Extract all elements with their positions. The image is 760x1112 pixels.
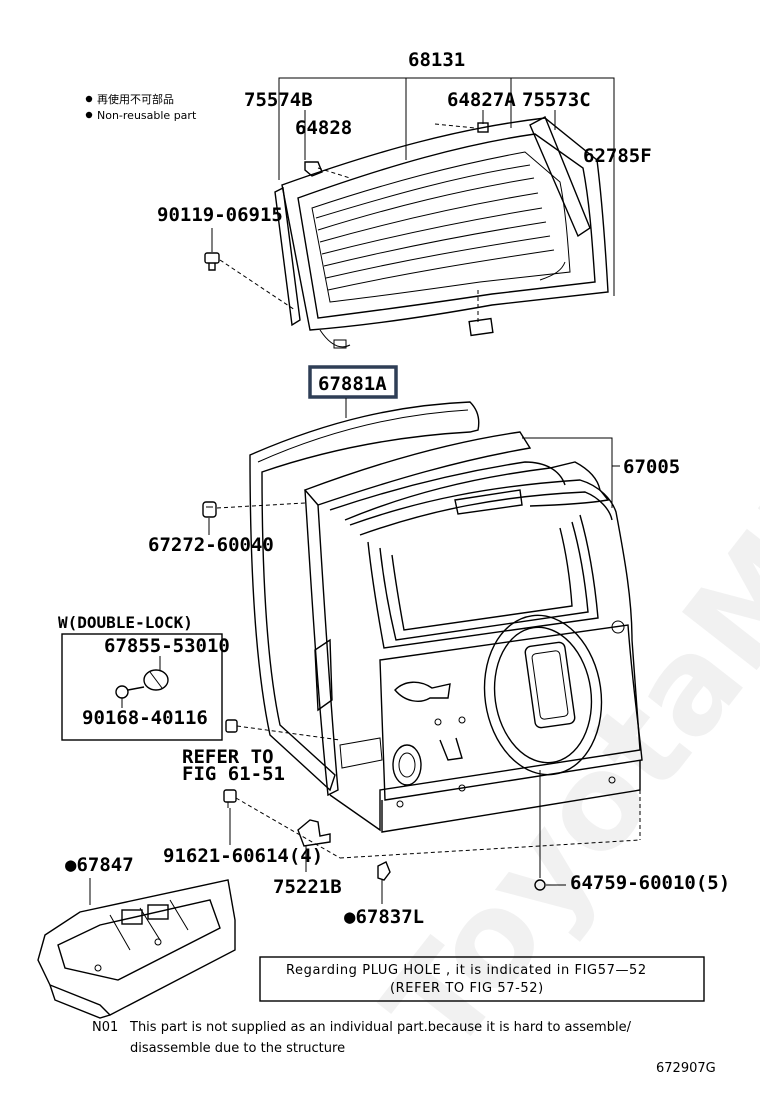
- dash-64828: [317, 167, 351, 179]
- weatherstrip-67881A: [249, 401, 480, 792]
- clip-refer: [225, 719, 238, 733]
- highlight-box: [308, 365, 398, 399]
- footnote-line1: This part is not supplied as an individu…: [129, 1020, 632, 1035]
- clip-64828: [304, 161, 323, 177]
- molding-75574B: [274, 186, 301, 327]
- back-door-glass: [274, 116, 609, 349]
- leader-68131: [278, 77, 615, 296]
- non-reusable-bullet-icon: [85, 95, 93, 103]
- label-64828[interactable]: 64828: [295, 117, 352, 139]
- lock-part-67855: [143, 669, 169, 691]
- dash-90119: [219, 259, 296, 311]
- label-67005[interactable]: 67005: [623, 456, 680, 478]
- double-lock-box: [61, 633, 223, 741]
- plug-64759: [534, 879, 546, 891]
- label-67847[interactable]: ●67847: [65, 854, 134, 876]
- leader-68131-branch: [405, 78, 512, 160]
- cover-67837L: [377, 861, 391, 881]
- label-67272-60040[interactable]: 67272-60040: [148, 534, 274, 556]
- label-75221B[interactable]: 75221B: [273, 876, 342, 898]
- glass-wire: [319, 329, 351, 348]
- label-90119-06915[interactable]: 90119-06915: [157, 204, 283, 226]
- dash-64827A: [434, 123, 476, 129]
- plug-hole-note-line1: Regarding PLUG HOLE , it is indicated in…: [286, 963, 647, 978]
- plug-hole-note-box: [259, 956, 705, 1002]
- label-75573C[interactable]: 75573C: [522, 89, 591, 111]
- bracket-75221B: [297, 819, 331, 847]
- footnote-code: N01: [92, 1020, 118, 1035]
- molding-75573C: [529, 116, 591, 238]
- watermark: ToyotaMine.ru: [356, 163, 760, 1080]
- bolt-91621: [223, 789, 237, 808]
- label-64827A[interactable]: 64827A: [447, 89, 516, 111]
- dash-lower: [339, 790, 641, 859]
- label-91621-60614[interactable]: 91621-60614(4): [163, 845, 323, 867]
- label-67881A[interactable]: 67881A: [318, 373, 387, 395]
- label-90168-40116[interactable]: 90168-40116: [82, 707, 208, 729]
- label-75574B[interactable]: 75574B: [244, 89, 313, 111]
- label-67837L[interactable]: ●67837L: [344, 906, 424, 928]
- glass-wire-right: [539, 261, 566, 281]
- leader-67005: [522, 437, 620, 508]
- label-64759-60010[interactable]: 64759-60010(5): [570, 872, 730, 894]
- legend-non-reusable-en: Non-reusable part: [97, 109, 197, 122]
- label-refer-to: REFER TO: [182, 746, 274, 768]
- bumper-67272: [202, 501, 217, 518]
- connector: [333, 339, 347, 349]
- trim-panel-67847: [37, 879, 236, 1019]
- label-62785F[interactable]: 62785F: [583, 145, 652, 167]
- weatherstrip-inner: [257, 409, 469, 463]
- non-reusable-bullet-icon: [85, 111, 93, 119]
- legend-non-reusable-jp: 再使用不可部品: [97, 92, 174, 106]
- figure-id: 672907G: [656, 1061, 716, 1076]
- plug-hole-note-line2[interactable]: (REFER TO FIG 57-52): [390, 981, 544, 996]
- clip-64827A: [477, 122, 489, 133]
- dash-refer: [236, 725, 341, 741]
- label-fig-61-51[interactable]: FIG 61-51: [182, 763, 285, 785]
- screw-90168: [115, 685, 145, 699]
- defogger-lines: [315, 164, 555, 291]
- label-68131[interactable]: 68131: [408, 49, 465, 71]
- dash-67272: [216, 502, 306, 509]
- footnote-line2: disassemble due to the structure: [130, 1041, 345, 1056]
- back-door-panel: [303, 431, 643, 833]
- label-w-double-lock: W(DOUBLE-LOCK): [58, 613, 193, 632]
- glass-tag: [468, 317, 494, 337]
- label-67855-53010[interactable]: 67855-53010: [104, 635, 230, 657]
- bolt-90119: [204, 252, 220, 271]
